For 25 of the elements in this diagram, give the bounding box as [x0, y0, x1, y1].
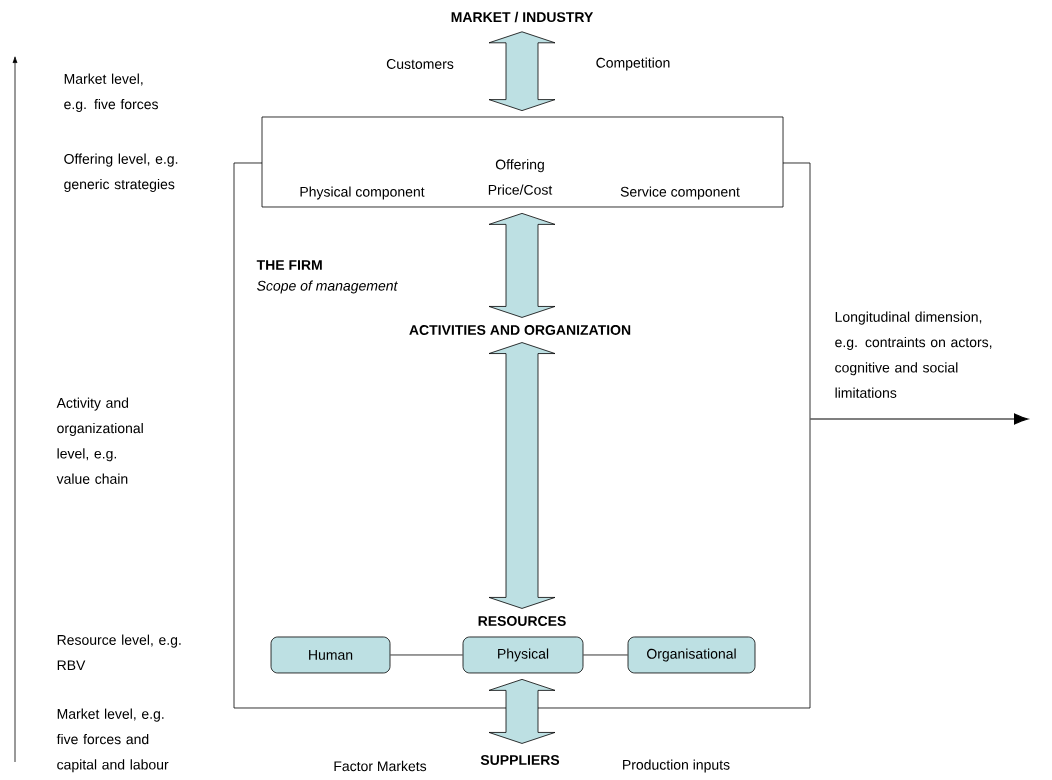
level-label: Activity and organizational level, e.g. value chain	[56, 397, 143, 484]
level-label: Resource level, e.g. RBV	[57, 634, 181, 671]
level-label: Competition	[596, 57, 670, 71]
heading: MARKET / INDUSTRY	[451, 11, 594, 23]
level-label: Factor Markets	[334, 760, 427, 772]
connector-line	[390, 654, 463, 656]
level-label: Offering level, e.g. generic strategies	[64, 153, 178, 192]
double-arrow	[488, 679, 556, 744]
resource-box: Human	[270, 636, 391, 674]
arrow	[809, 413, 1029, 425]
connector-line	[583, 654, 628, 656]
double-arrow	[488, 342, 556, 609]
heading: RESOURCES	[478, 616, 566, 626]
edge-label: Longitudinal dimension, e.g. contraints on actors, cognitive and social limitations	[835, 311, 992, 398]
level-label: Market level, e.g. five forces	[64, 73, 158, 112]
heading: ACTIVITIES AND ORGANIZATION	[409, 325, 631, 335]
heading: SUPPLIERS	[480, 755, 560, 765]
level-label: Production inputs	[623, 759, 730, 773]
level-label: Customers	[386, 59, 454, 69]
double-arrow	[488, 31, 556, 111]
resource-box: Physical	[462, 636, 584, 674]
level-label: Market level, e.g. five forces and capital and labour	[56, 708, 169, 773]
double-arrow	[488, 213, 556, 318]
offering-box: Physical component Offering Price/Cost Service component	[261, 116, 784, 208]
resource-box: Organisational	[627, 636, 756, 674]
